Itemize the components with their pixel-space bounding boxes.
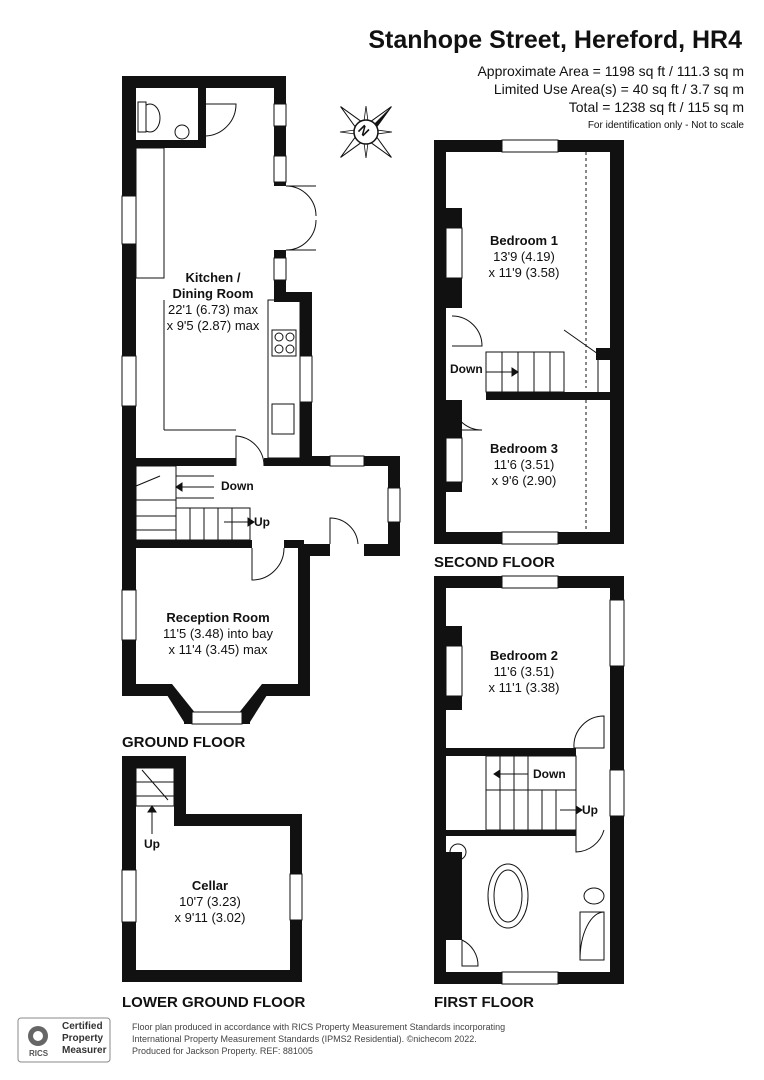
second-floor-plan	[434, 139, 624, 545]
ground-stairs-up-label: Up	[254, 515, 270, 529]
kitchen-dim2: x 9'5 (2.87) max	[166, 318, 260, 333]
reception-room-label: Reception Room 11'5 (3.48) into bay x 11…	[150, 610, 286, 658]
lower-stairs-up-label: Up	[144, 837, 160, 851]
reception-dim1: 11'5 (3.48) into bay	[163, 626, 273, 641]
first-floor-plan	[434, 575, 625, 985]
rics-badge: RICS Certified Property Measurer	[18, 1018, 108, 1060]
badge-line3: Measurer	[62, 1045, 107, 1056]
badge-line1: Certified	[62, 1021, 103, 1032]
bedroom-3-name: Bedroom 3	[490, 441, 558, 456]
lower-ground-floor-plan	[121, 756, 303, 982]
cellar-name: Cellar	[191, 878, 229, 893]
first-stairs-down-label: Down	[533, 767, 566, 781]
cellar-dim2: x 9'11 (3.02)	[174, 910, 246, 925]
first-stairs-up-label: Up	[582, 803, 598, 817]
second-stairs-down-label: Down	[450, 362, 483, 376]
badge-line2: Property	[62, 1033, 104, 1044]
reception-dim2: x 11'4 (3.45) max	[168, 642, 268, 657]
bedroom-2-name: Bedroom 2	[490, 648, 558, 663]
bedroom-1-label: Bedroom 1 13'9 (4.19) x 11'9 (3.58)	[470, 233, 578, 281]
footer-line2: International Property Measurement Stand…	[132, 1034, 477, 1044]
compass-rose	[339, 105, 393, 159]
total-area: Total = 1238 sq ft / 115 sq m	[568, 99, 744, 115]
ground-floor-label: GROUND FLOOR	[122, 734, 246, 751]
bedroom-2-dim1: 11'6 (3.51)	[493, 664, 555, 679]
approximate-area: Approximate Area = 1198 sq ft / 111.3 sq…	[477, 63, 744, 79]
kitchen-name-line2: Dining Room	[172, 286, 254, 301]
rics-logo-text: RICS	[29, 1049, 49, 1058]
bedroom-3-dim2: x 9'6 (2.90)	[491, 473, 557, 488]
bedroom-2-dim2: x 11'1 (3.38)	[488, 680, 560, 695]
bedroom-3-label: Bedroom 3 11'6 (3.51) x 9'6 (2.90)	[470, 441, 578, 489]
footer-line1: Floor plan produced in accordance with R…	[132, 1022, 506, 1032]
footer-line3: Produced for Jackson Property. REF: 8810…	[132, 1046, 313, 1056]
kitchen-dining-room-label: Kitchen / Dining Room 22'1 (6.73) max x …	[158, 270, 268, 334]
bedroom-1-name: Bedroom 1	[490, 233, 558, 248]
cellar-label: Cellar 10'7 (3.23) x 9'11 (3.02)	[156, 878, 264, 926]
disclaimer-note: For identification only - Not to scale	[587, 120, 744, 131]
first-floor-label: FIRST FLOOR	[434, 994, 534, 1011]
cellar-dim1: 10'7 (3.23)	[179, 894, 241, 909]
rics-badge-text: Certified Property Measurer	[62, 1021, 106, 1057]
kitchen-name-line1: Kitchen /	[185, 270, 241, 285]
lower-ground-floor-label: LOWER GROUND FLOOR	[122, 994, 306, 1011]
footer-text: Floor plan produced in accordance with R…	[132, 1021, 552, 1057]
bedroom-3-dim1: 11'6 (3.51)	[493, 457, 555, 472]
ground-stairs-down-label: Down	[221, 479, 254, 493]
bedroom-2-label: Bedroom 2 11'6 (3.51) x 11'1 (3.38)	[470, 648, 578, 696]
rics-logo	[17, 1017, 111, 1063]
bedroom-1-dim1: 13'9 (4.19)	[493, 249, 555, 264]
limited-use-area: Limited Use Area(s) = 40 sq ft / 3.7 sq …	[493, 81, 744, 97]
kitchen-dim1: 22'1 (6.73) max	[168, 302, 258, 317]
page-title: Stanhope Street, Hereford, HR4	[368, 26, 742, 54]
reception-name: Reception Room	[166, 610, 270, 625]
bedroom-1-dim2: x 11'9 (3.58)	[488, 265, 560, 280]
second-floor-label: SECOND FLOOR	[434, 554, 555, 571]
ground-floor-plan	[121, 76, 401, 725]
